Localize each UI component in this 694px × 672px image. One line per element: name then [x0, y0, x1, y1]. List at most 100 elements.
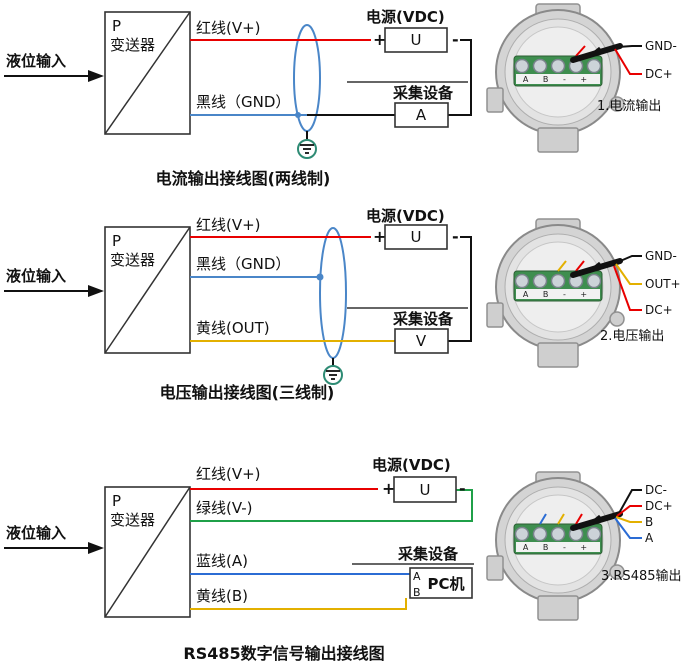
earth-ground-symbol — [297, 131, 317, 159]
terminal-row-label: A B - + — [523, 75, 593, 84]
terminal-label-strip — [516, 289, 600, 299]
pin-label: GND- — [645, 39, 677, 53]
pin-label: A — [645, 531, 654, 545]
terminal-screw — [532, 58, 548, 74]
input-arrowhead — [88, 70, 104, 82]
input-label: 液位输入 — [6, 524, 66, 542]
power-title: 电源(VDC) — [366, 207, 445, 225]
power-supply: 电源(VDC) + U - — [366, 8, 472, 116]
gnd-wire-label: 黑线（GND） — [196, 255, 290, 273]
power-unit-box — [384, 224, 448, 250]
bolt — [609, 564, 625, 580]
terminal-screw — [586, 273, 602, 289]
collector-title: 采集设备 — [392, 310, 454, 328]
side-tab — [486, 302, 504, 328]
pin-wire — [613, 265, 642, 311]
pin-label: DC+ — [645, 303, 673, 317]
transmitter-symbol: P — [112, 232, 121, 250]
terminal-label-strip — [516, 542, 600, 552]
terminal-row-label: A B - + — [523, 290, 593, 299]
terminal-screw — [532, 273, 548, 289]
output-cable — [570, 258, 623, 278]
transmitter-head-photo-1: A B - + GND- DC+ 1.电流输出 — [486, 3, 677, 153]
input-arrowhead — [88, 542, 104, 554]
cable-shield-ellipse — [319, 227, 347, 359]
power-supply: 电源(VDC) + U - — [366, 207, 472, 342]
pc-label: PC机 — [427, 575, 464, 593]
terminal-screw — [586, 58, 602, 74]
collector-device: 采集设备 V — [347, 307, 468, 354]
collector-unit: V — [416, 332, 427, 350]
transmitter-name: 变送器 — [110, 511, 155, 529]
blue-wire-label: 蓝线(A) — [196, 552, 248, 570]
yellow-wire-label: 黄线(B) — [196, 587, 248, 605]
pin-label: DC+ — [645, 67, 673, 81]
power-unit: U — [411, 228, 422, 246]
terminal-screw — [514, 273, 530, 289]
terminal-screw — [550, 273, 566, 289]
pin-wire — [616, 505, 642, 517]
red-pigtail — [575, 260, 585, 272]
pin-wire — [617, 255, 642, 263]
bolt — [609, 311, 625, 327]
device-caption: 2.电压输出 — [600, 328, 664, 344]
collector-title: 采集设备 — [392, 84, 454, 102]
collector-title: 采集设备 — [397, 545, 459, 563]
power-return-wire — [448, 236, 472, 342]
collector-unit-box — [394, 328, 449, 354]
green-wire-label: 绿线(V-) — [196, 499, 253, 517]
blue-pigtail — [539, 513, 547, 525]
pin-wire — [615, 516, 642, 523]
ground-circle — [323, 365, 343, 385]
terminal-row-label: A B - + — [523, 543, 593, 552]
transmitter-symbol: P — [112, 17, 121, 35]
power-return-wire — [448, 39, 472, 116]
terminal-screw — [532, 526, 548, 542]
side-tab — [486, 87, 504, 113]
transmitter-diagonal — [104, 226, 191, 354]
output-cable — [570, 511, 623, 531]
transmitter-name: 变送器 — [110, 251, 155, 269]
pin-wire — [617, 489, 642, 516]
yellow-pigtail — [557, 260, 567, 272]
minus-sign: - — [452, 30, 459, 49]
output-cable — [570, 43, 623, 63]
red-pigtail — [575, 45, 586, 57]
red-wire-label: 红线(V+) — [196, 216, 261, 234]
gnd-wire-label: 黑线（GND） — [196, 93, 290, 111]
green-wire — [190, 489, 473, 522]
section-current-output: 液位输入 P 变送器 红线(V+) 黑线（GND） 电源(VDC) + U — [4, 3, 677, 188]
terminal-screw — [586, 526, 602, 542]
device-caption: 3.RS485输出 — [601, 568, 682, 584]
yellow-pigtail — [557, 513, 565, 525]
pc-box — [409, 567, 473, 599]
neck — [537, 127, 579, 153]
neck — [537, 595, 579, 621]
transmitter-box: P 变送器 — [104, 226, 191, 354]
pin-label: DC+ — [645, 499, 673, 513]
section-caption: 电压输出接线图(三线制) — [160, 383, 335, 402]
neck — [537, 342, 579, 368]
yellow-wire — [190, 598, 407, 610]
pin-wire — [614, 517, 642, 539]
pin-wire — [617, 45, 642, 48]
plus-sign: + — [382, 479, 395, 498]
terminal-label-strip — [516, 74, 600, 84]
red-wire-label: 红线(V+) — [196, 19, 261, 37]
power-unit: U — [420, 481, 431, 499]
transmitter-head-photo-3: A B - + DC- DC+ B A 3.RS485输出 — [486, 471, 682, 621]
pin-label: GND- — [645, 249, 677, 263]
plus-sign: + — [373, 30, 386, 49]
transmitter-box: P 变送器 — [104, 486, 191, 618]
transmitter-diagonal — [104, 11, 191, 135]
terminal-screw — [550, 58, 566, 74]
terminal-screw — [550, 526, 566, 542]
section-caption: 电流输出接线图(两线制) — [156, 169, 331, 188]
power-unit-box — [393, 476, 457, 503]
power-unit: U — [411, 31, 422, 49]
transmitter-head-photo-2: A B - + GND- OUT+ DC+ 2.电压输出 — [486, 218, 681, 368]
power-supply: 电源(VDC) + U - — [372, 456, 466, 503]
power-title: 电源(VDC) — [372, 456, 451, 474]
